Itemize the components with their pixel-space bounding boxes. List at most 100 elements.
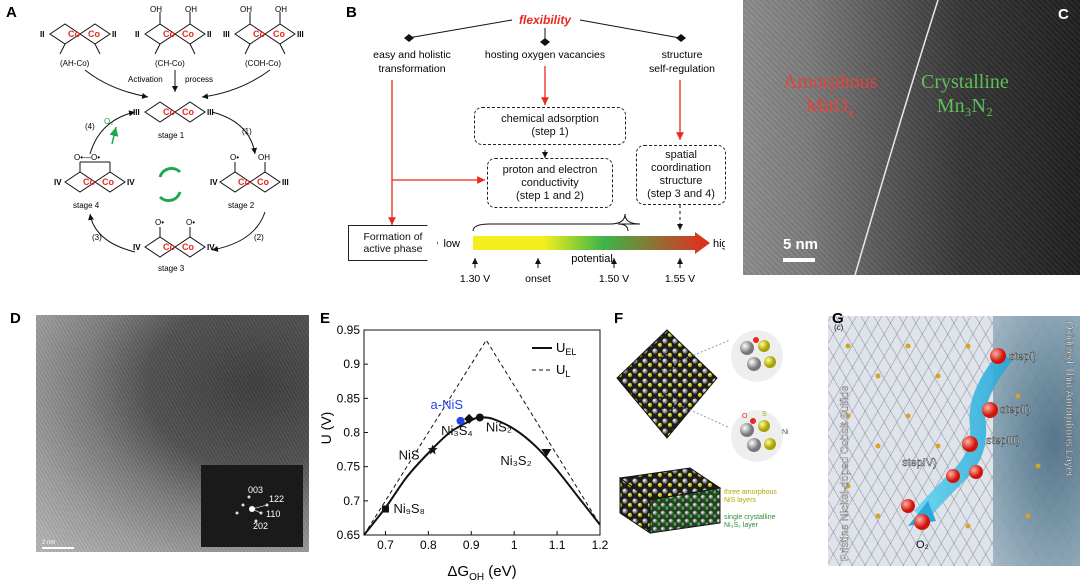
g-step-1: stepI) bbox=[1009, 351, 1037, 363]
o2-label: O₂ bbox=[104, 117, 113, 126]
svg-text:Co: Co bbox=[257, 177, 269, 187]
atom-o: O bbox=[742, 413, 748, 420]
scale-d: 2 nm bbox=[42, 540, 56, 546]
y-tick-label: 0.9 bbox=[343, 357, 360, 371]
stage-4-label: stage 4 bbox=[73, 201, 100, 210]
point-label: Ni₃S₄ bbox=[441, 423, 473, 438]
e-legend: UEL UL bbox=[532, 340, 576, 379]
svg-text:II: II bbox=[112, 30, 116, 39]
activation-text: Activation bbox=[128, 75, 163, 84]
panel-label-d: D bbox=[10, 310, 21, 327]
point-label: Ni₉S₈ bbox=[393, 501, 425, 516]
fft-122: 122 bbox=[269, 494, 284, 504]
panel-label-f: F bbox=[614, 310, 624, 327]
panel-g-simulation: (c) stepI) stepII) stepIII) stepIV) O₂ P… bbox=[828, 316, 1080, 566]
svg-text:IV: IV bbox=[210, 178, 218, 187]
y-tick-label: 0.8 bbox=[343, 426, 360, 440]
panel-c-tem-image: Amorphous MnOx Crystalline Mn₃N₂ 5 nm bbox=[743, 0, 1080, 275]
svg-text:O•: O• bbox=[155, 218, 164, 227]
label-coh-co: (COH-Co) bbox=[245, 59, 281, 68]
svg-text:III: III bbox=[282, 178, 289, 187]
svg-text:Co: Co bbox=[163, 29, 175, 39]
svg-text:OH: OH bbox=[258, 153, 270, 162]
svg-text:IV: IV bbox=[207, 243, 215, 252]
svg-text:Co: Co bbox=[238, 177, 250, 187]
series-u-l bbox=[363, 339, 601, 536]
y-tick-label: 0.85 bbox=[337, 391, 361, 405]
panel-label-c: C bbox=[1058, 6, 1069, 23]
point-Ni₃S₄ bbox=[464, 413, 475, 424]
panel-label-e: E bbox=[320, 310, 331, 327]
fft-inset: 003 122 110 202 bbox=[201, 465, 303, 547]
svg-text:Co: Co bbox=[102, 177, 114, 187]
svg-text:Co: Co bbox=[182, 107, 194, 117]
point-label: NiS₂ bbox=[486, 419, 512, 434]
layer-2-line2: Ni₃S₂ layer bbox=[724, 522, 759, 529]
panel-b-diagram: flexibility easy and holistic transforma… bbox=[373, 13, 725, 285]
spatial-structure-box: spatial coordination structure (step 3 a… bbox=[636, 145, 726, 205]
branch-mid: hosting oxygen vacancies bbox=[485, 49, 605, 61]
branch-left-1: easy and holistic bbox=[373, 49, 451, 61]
svg-text:Co: Co bbox=[68, 29, 80, 39]
g-step-4: stepIV) bbox=[902, 457, 937, 469]
y-tick-label: 0.65 bbox=[337, 528, 361, 542]
svg-text:III: III bbox=[297, 30, 304, 39]
svg-text:II: II bbox=[40, 30, 44, 39]
step-4-label: (4) bbox=[85, 122, 95, 131]
svg-text:III: III bbox=[133, 108, 140, 117]
svg-text:Co: Co bbox=[88, 29, 100, 39]
formation-box: Formation of active phase bbox=[348, 225, 438, 261]
fft-110: 110 bbox=[266, 509, 280, 519]
e-ylabel: U (V) bbox=[320, 412, 334, 445]
flexibility-label: flexibility bbox=[519, 13, 572, 27]
scale-c: 5 nm bbox=[783, 236, 819, 253]
proton-conductivity-box: proton and electron conductivity (step 1… bbox=[487, 158, 613, 208]
layer-1-line2: NiS layers bbox=[724, 497, 756, 504]
point-Ni₉S₈ bbox=[381, 505, 389, 513]
svg-text:Co: Co bbox=[182, 29, 194, 39]
y-tick-label: 0.7 bbox=[343, 494, 360, 508]
label-ah-co: (AH-Co) bbox=[60, 59, 90, 68]
stage-1-label: stage 1 bbox=[158, 131, 185, 140]
svg-text:Co: Co bbox=[163, 107, 175, 117]
tick-3: 1.50 V bbox=[599, 273, 629, 285]
atom-s: S bbox=[762, 411, 767, 418]
svg-text:O•: O• bbox=[186, 218, 195, 227]
tick-2: onset bbox=[525, 273, 551, 285]
low-label: low bbox=[443, 238, 460, 250]
svg-text:III: III bbox=[207, 108, 214, 117]
legend-uel: UEL bbox=[556, 340, 576, 357]
y-tick-label: 0.95 bbox=[337, 323, 361, 337]
svg-text:OH: OH bbox=[185, 5, 197, 14]
chemical-adsorption-box: chemical adsorption (step 1) bbox=[474, 107, 626, 145]
series-u-el bbox=[363, 416, 601, 536]
stage-2-label: stage 2 bbox=[228, 201, 255, 210]
svg-text:Co: Co bbox=[182, 242, 194, 252]
panel-d-tem-image: 003 122 110 202 2 nm bbox=[36, 315, 309, 552]
branch-right-2: self-regulation bbox=[649, 63, 715, 75]
scale-bar-c bbox=[783, 258, 815, 262]
panel-label-g: G bbox=[832, 310, 844, 327]
panel-label-b: B bbox=[346, 4, 357, 21]
high-label: high bbox=[713, 238, 725, 250]
atom-ni: Ni bbox=[782, 429, 789, 436]
layer-1-line1: three amorphous bbox=[724, 489, 777, 496]
g-right-vertical: Oxidized Thin Amorphous Layer bbox=[1063, 321, 1075, 478]
e-xlabel: ΔGOH (eV) bbox=[447, 563, 516, 581]
tick-4: 1.55 V bbox=[665, 273, 695, 285]
x-tick-label: 0.8 bbox=[420, 538, 437, 552]
svg-text:Co: Co bbox=[273, 29, 285, 39]
point-NiS₂ bbox=[475, 413, 484, 422]
potential-label: potential bbox=[571, 253, 613, 265]
svg-text:Co: Co bbox=[163, 242, 175, 252]
svg-text:IV: IV bbox=[127, 178, 135, 187]
svg-text:Co: Co bbox=[253, 29, 265, 39]
x-tick-label: 0.7 bbox=[377, 538, 394, 552]
point-NiS bbox=[427, 444, 438, 455]
point-label: a-NiS bbox=[431, 397, 464, 412]
x-tick-label: 1.2 bbox=[592, 538, 609, 552]
point-Ni₃S₂ bbox=[541, 449, 552, 457]
layer-2-line1: single crystalline bbox=[724, 514, 775, 521]
